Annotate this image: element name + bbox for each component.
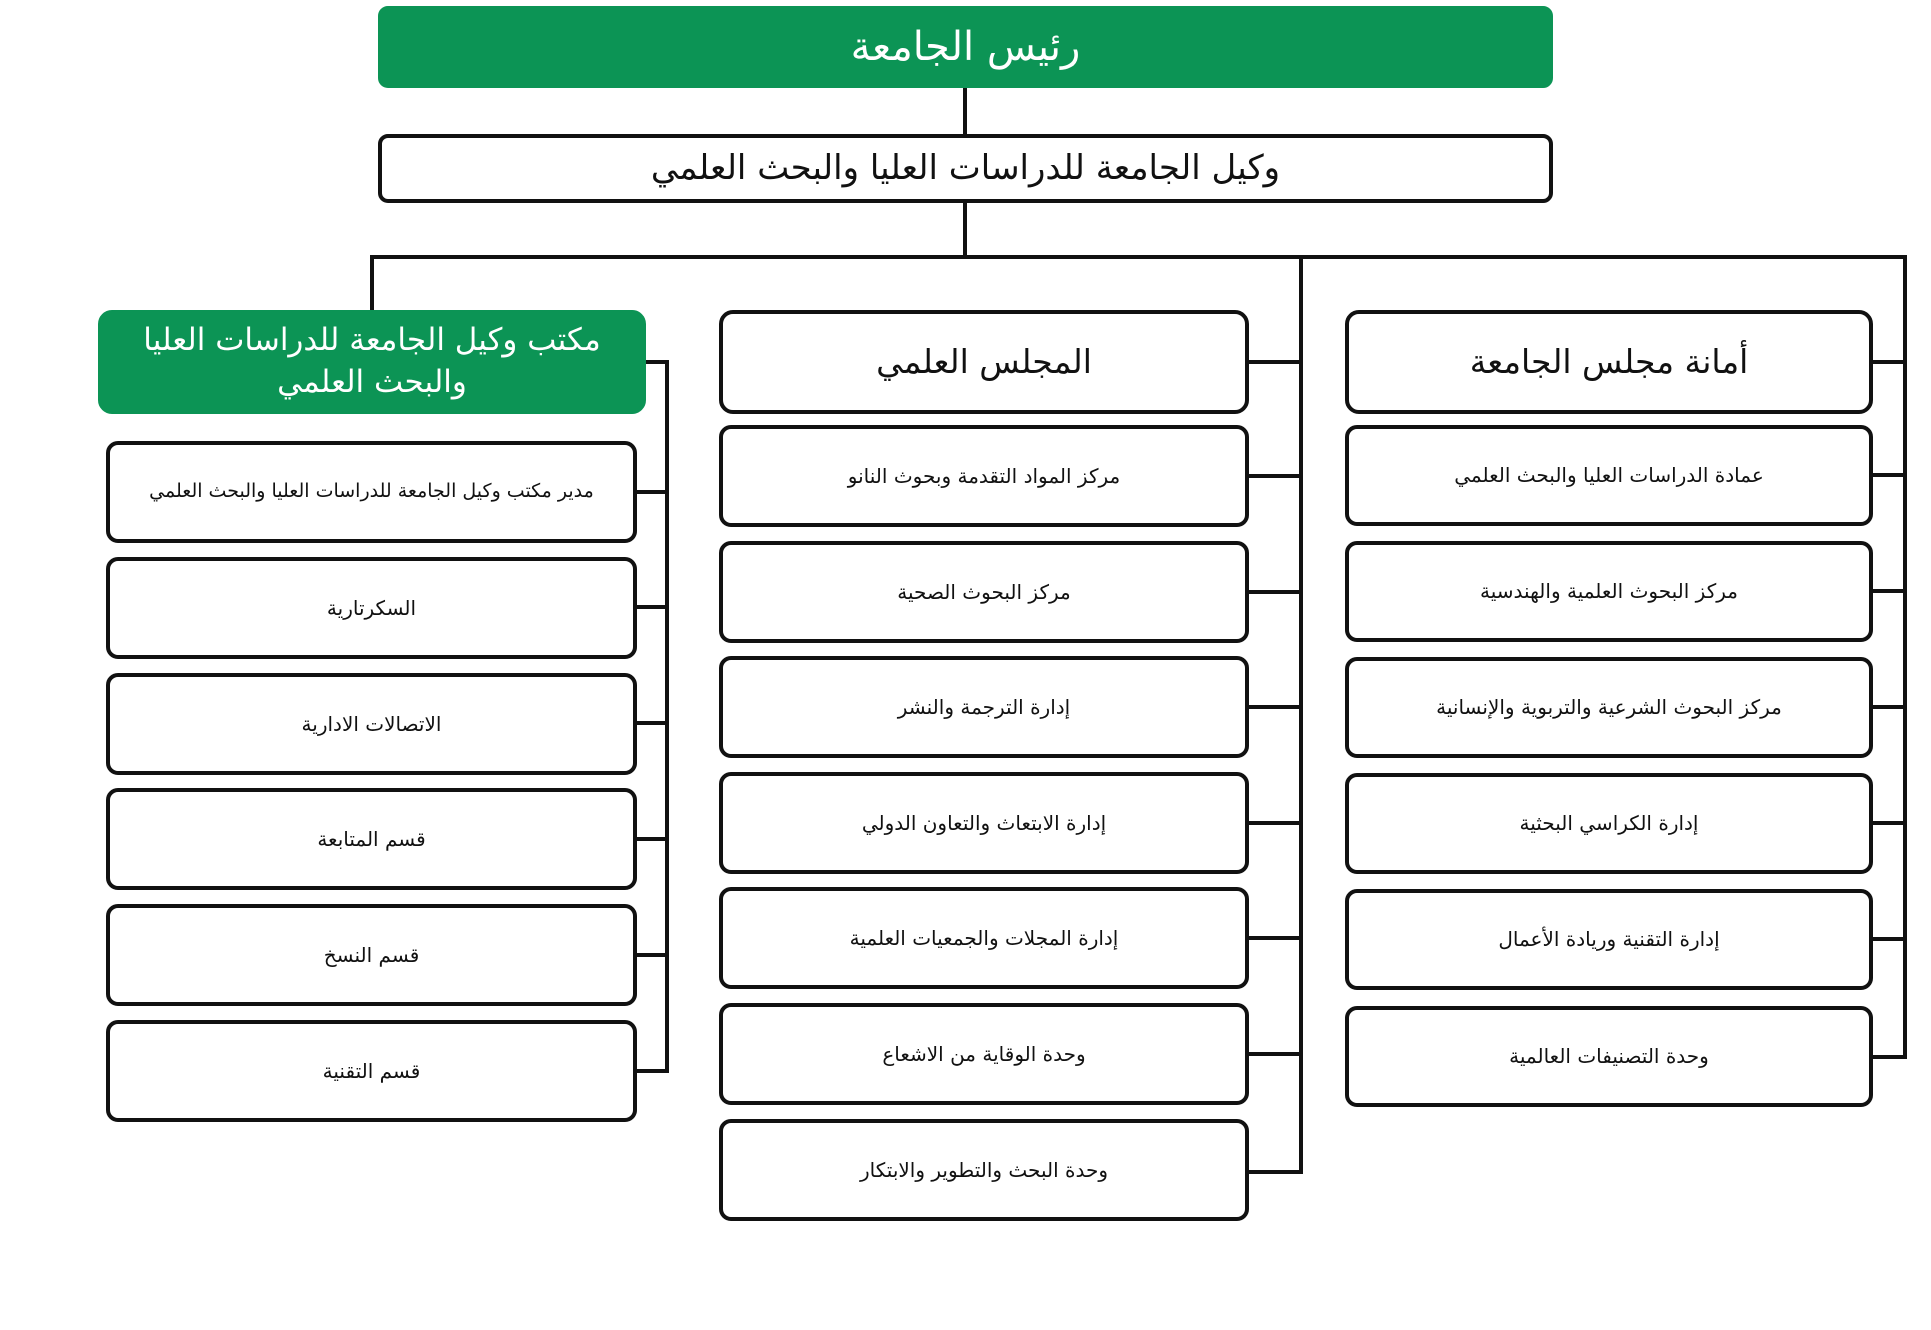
list-item-research-development-innovation-unit: وحدة البحث والتطوير والابتكار xyxy=(719,1119,1249,1221)
list-item-scholarships-international-cooperation: إدارة الابتعاث والتعاون الدولي xyxy=(719,772,1249,874)
vice-president-box: وكيل الجامعة للدراسات العليا والبحث العل… xyxy=(378,134,1553,203)
list-item-translation-publishing: إدارة الترجمة والنشر xyxy=(719,656,1249,758)
list-item-journals-scientific-societies: إدارة المجلات والجمعيات العلمية xyxy=(719,887,1249,989)
list-item-health-research-center: مركز البحوث الصحية xyxy=(719,541,1249,643)
list-item-sharia-educational-humanities-center: مركز البحوث الشرعية والتربوية والإنسانية xyxy=(1345,657,1873,758)
list-item-technology-entrepreneurship: إدارة التقنية وريادة الأعمال xyxy=(1345,889,1873,990)
list-item-deanship-graduate-studies: عمادة الدراسات العليا والبحث العلمي xyxy=(1345,425,1873,526)
list-item-secretariat: السكرتارية xyxy=(106,557,637,659)
list-item-research-chairs: إدارة الكراسي البحثية xyxy=(1345,773,1873,874)
list-item-scientific-engineering-research-center: مركز البحوث العلمية والهندسية xyxy=(1345,541,1873,642)
list-item-administrative-communications: الاتصالات الادارية xyxy=(106,673,637,775)
list-item-global-rankings-unit: وحدة التصنيفات العالمية xyxy=(1345,1006,1873,1107)
list-item-advanced-materials-nano-center: مركز المواد التقدمة وبحوث النانو xyxy=(719,425,1249,527)
list-item-office-director: مدير مكتب وكيل الجامعة للدراسات العليا و… xyxy=(106,441,637,543)
list-item-follow-up-section: قسم المتابعة xyxy=(106,788,637,890)
column-head-scientific-council: المجلس العلمي xyxy=(719,310,1249,414)
list-item-technology-section: قسم التقنية xyxy=(106,1020,637,1122)
column-head-council-secretariat: أمانة مجلس الجامعة xyxy=(1345,310,1873,414)
president-box: رئيس الجامعة xyxy=(378,6,1553,88)
column-head-vp-office: مكتب وكيل الجامعة للدراسات العليا والبحث… xyxy=(98,310,646,414)
list-item-radiation-protection-unit: وحدة الوقاية من الاشعاع xyxy=(719,1003,1249,1105)
list-item-copying-section: قسم النسخ xyxy=(106,904,637,1006)
